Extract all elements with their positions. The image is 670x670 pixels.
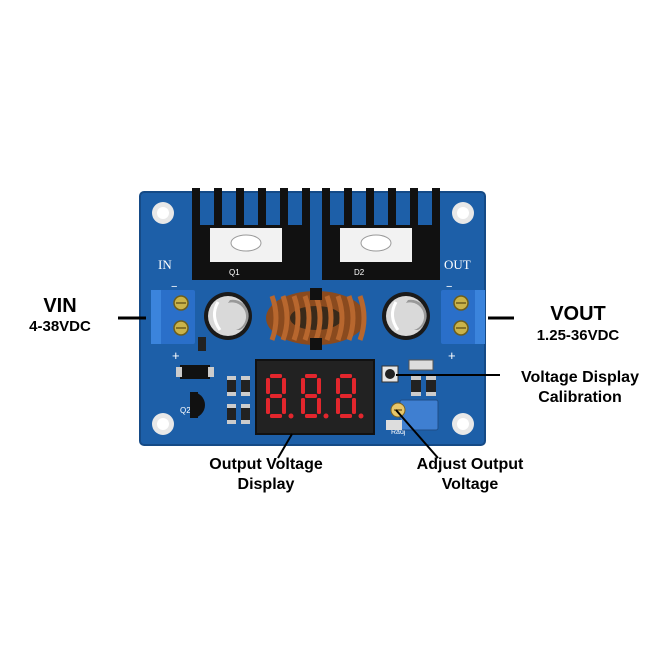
- digit-segment: [266, 398, 270, 414]
- digit-segment: [270, 374, 282, 378]
- digit-segment: [270, 394, 282, 398]
- adjust-line1: Adjust Output: [416, 456, 524, 473]
- adjust-line2: Voltage: [441, 476, 499, 493]
- silk-out: OUT: [444, 257, 471, 272]
- digit-segment: [301, 398, 305, 414]
- vin-title: VIN: [43, 295, 77, 317]
- coil-winding: [346, 295, 356, 341]
- silk-radj: Radj: [391, 429, 406, 436]
- adjust-label: Adjust Output Voltage: [395, 457, 545, 493]
- voltage-display: [255, 359, 375, 435]
- decimal-point: [323, 413, 329, 419]
- calibration-label: Voltage Display Calibration: [500, 370, 660, 406]
- leader-adjust: [395, 409, 439, 459]
- digit-segment: [301, 378, 305, 394]
- decimal-point: [288, 413, 294, 419]
- coil-winding: [269, 295, 279, 341]
- display-line1: Output Voltage: [209, 456, 323, 473]
- display-label: Output Voltage Display: [196, 457, 336, 493]
- output-terminal-block: [441, 290, 485, 344]
- digit-segment: [317, 378, 321, 394]
- mounting-hole: [452, 202, 474, 224]
- digit-segment: [282, 378, 286, 394]
- adjust-potentiometer: [386, 399, 439, 431]
- silk-q2: Q2: [180, 406, 191, 415]
- vout-title: VOUT: [550, 303, 606, 325]
- transistor-q2: [190, 392, 205, 418]
- silk-q1: Q1: [229, 268, 240, 277]
- calibration-line1: Voltage Display: [521, 369, 639, 386]
- digit-segment: [305, 414, 317, 418]
- digit-segment: [340, 374, 352, 378]
- inductor-coil: [266, 288, 367, 350]
- output-capacitor: [382, 292, 430, 340]
- display-digit: [266, 374, 294, 419]
- display-line2: Display: [237, 476, 295, 493]
- silk-plus-out: +: [448, 348, 456, 363]
- mounting-hole: [152, 202, 174, 224]
- heatsink-d2: [322, 188, 440, 280]
- digit-segment: [305, 374, 317, 378]
- digit-segment: [340, 394, 352, 398]
- input-terminal-block: [151, 290, 195, 344]
- display-digit: [336, 374, 364, 419]
- calibration-line2: Calibration: [538, 389, 622, 406]
- leader-display: [277, 433, 293, 459]
- coil-winding: [280, 295, 290, 341]
- silk-plus-in: +: [172, 348, 180, 363]
- digit-segment: [305, 394, 317, 398]
- silk-minus-in: −: [171, 281, 177, 293]
- digit-segment: [317, 398, 321, 414]
- mounting-hole: [152, 413, 174, 435]
- silk-d2: D2: [354, 268, 365, 277]
- coil-winding: [357, 295, 367, 341]
- coil-winding: [291, 295, 301, 341]
- vin-label: VIN 4-38VDC: [12, 296, 108, 334]
- display-digit: [301, 374, 329, 419]
- coil-winding: [302, 295, 312, 341]
- vout-range: 1.25-36VDC: [536, 327, 620, 344]
- digit-segment: [270, 414, 282, 418]
- decimal-point: [358, 413, 364, 419]
- vout-label: VOUT 1.25-36VDC: [516, 304, 640, 343]
- heatsink-q1: [192, 188, 310, 280]
- digit-segment: [336, 398, 340, 414]
- mounting-hole: [452, 413, 474, 435]
- digit-segment: [282, 398, 286, 414]
- digit-segment: [352, 398, 356, 414]
- vin-range: 4-38VDC: [29, 318, 91, 335]
- smd-components: [176, 337, 436, 424]
- digit-segment: [352, 378, 356, 394]
- digit-segment: [266, 378, 270, 394]
- calibration-trimmer: [381, 365, 399, 383]
- digit-segment: [340, 414, 352, 418]
- coil-winding: [335, 295, 345, 341]
- coil-winding: [324, 295, 334, 341]
- digit-segment: [336, 378, 340, 394]
- input-capacitor: [204, 292, 252, 340]
- silk-minus-out: −: [446, 281, 452, 293]
- silk-in: IN: [158, 257, 172, 272]
